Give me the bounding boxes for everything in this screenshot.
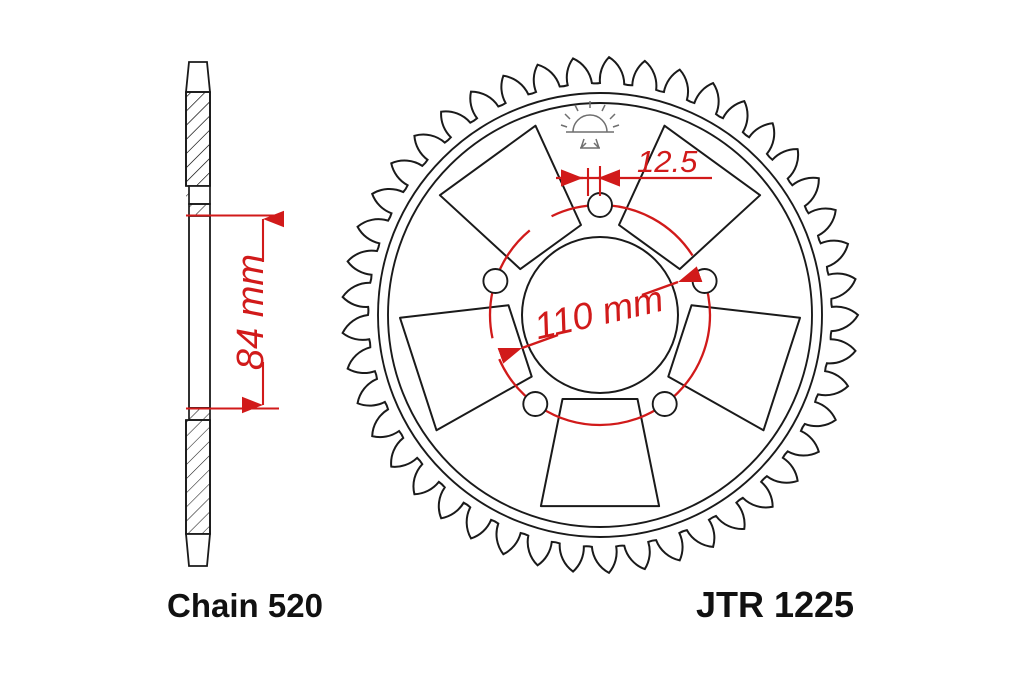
bolt-hole [482, 268, 509, 294]
spoke-cutout [399, 304, 533, 432]
bolt-holes [482, 192, 718, 417]
side-upper-flange [185, 61, 211, 217]
spoke-cutouts [399, 124, 801, 508]
hub-bore-circle [521, 236, 679, 394]
bolt-hole [587, 192, 613, 218]
front-view: 12.5 110 mm [341, 55, 860, 575]
spoke-cutout [438, 124, 582, 271]
part-number-label: JTR 1225 [696, 584, 854, 625]
bolt-hole [691, 268, 718, 294]
spoke-cutout [667, 304, 801, 432]
surface-finish-icon [560, 101, 620, 149]
side-web [188, 215, 211, 409]
rim-inner-circle [387, 102, 813, 528]
dimension-12-5-label: 12.5 [637, 144, 698, 179]
side-section-view: 84 mm [185, 61, 284, 567]
rim-outer-circle [377, 92, 823, 538]
dimension-84mm-label: 84 mm [230, 254, 272, 370]
spoke-cutout [539, 398, 661, 508]
bolt-hole [522, 391, 549, 417]
dimension-bolt-hole-12-5: 12.5 [556, 144, 712, 196]
bolt-hole [651, 391, 678, 417]
chain-size-label: Chain 520 [167, 587, 323, 624]
spoke-cutout [618, 124, 762, 271]
side-lower-flange [185, 407, 211, 567]
dimension-thickness-84mm: 84 mm [186, 210, 284, 414]
